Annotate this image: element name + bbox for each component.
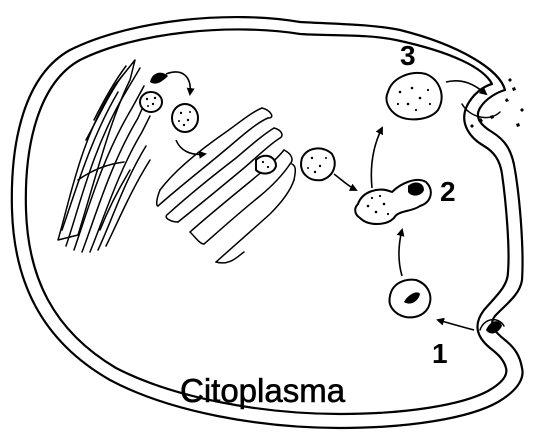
golgi-bud — [256, 156, 276, 174]
cytoplasm-label: Citoplasma — [180, 374, 345, 407]
arrow-endosome-to-2 — [399, 230, 402, 276]
step-2-label: 2 — [440, 178, 456, 206]
arrow-er-to-vesicle — [166, 72, 190, 94]
endocytic-vesicle — [389, 280, 430, 318]
er-bud — [150, 73, 168, 84]
arrow-2-to-3 — [371, 128, 382, 188]
step-1-label: 1 — [432, 340, 448, 368]
er-vesicles — [140, 92, 198, 132]
exocytosis-site — [462, 78, 524, 128]
arrow-1-to-vesicle — [438, 320, 474, 330]
golgi-vesicle — [301, 148, 335, 180]
fusing-vesicles — [355, 180, 431, 224]
arrow-golgi-to-fusion — [334, 174, 356, 190]
golgi-apparatus — [157, 108, 296, 263]
arrow-vesicle-to-golgi — [176, 140, 205, 154]
secretory-vesicle — [386, 73, 441, 119]
step-3-label: 3 — [400, 42, 416, 70]
arrow-3-to-membrane — [446, 81, 486, 94]
endoplasmic-reticulum — [58, 60, 150, 252]
